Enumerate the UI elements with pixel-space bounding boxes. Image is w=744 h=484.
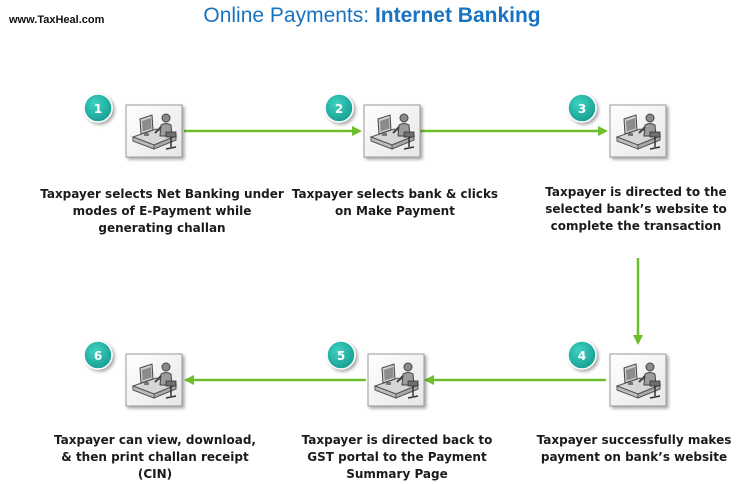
computer-user-icon	[364, 105, 420, 157]
step-6-text: Taxpayer can view, download,& then print…	[54, 433, 256, 481]
step-2-node: 2	[324, 93, 420, 157]
title-prefix: Online Payments:	[203, 4, 375, 27]
step-5-badge: 5	[337, 349, 345, 363]
watermark: www.TaxHeal.com	[9, 14, 105, 26]
step-3-node: 3	[567, 93, 666, 157]
page-title: Online Payments: Internet Banking	[0, 4, 744, 28]
computer-user-icon	[610, 354, 666, 406]
step-4-node: 4	[567, 340, 666, 406]
title-emphasis: Internet Banking	[374, 4, 541, 27]
step-3-badge: 3	[578, 102, 586, 116]
step-4-badge: 4	[578, 349, 586, 363]
step-5-node: 5	[326, 340, 424, 406]
computer-user-icon	[610, 105, 666, 157]
step-6-badge: 6	[94, 349, 102, 363]
step-2-badge: 2	[335, 102, 343, 116]
computer-user-icon	[126, 105, 182, 157]
computer-user-icon	[126, 354, 182, 406]
computer-user-icon	[368, 354, 424, 406]
step-1-badge: 1	[94, 102, 102, 116]
step-1-node: 1	[83, 93, 182, 157]
step-6-node: 6	[83, 340, 182, 406]
